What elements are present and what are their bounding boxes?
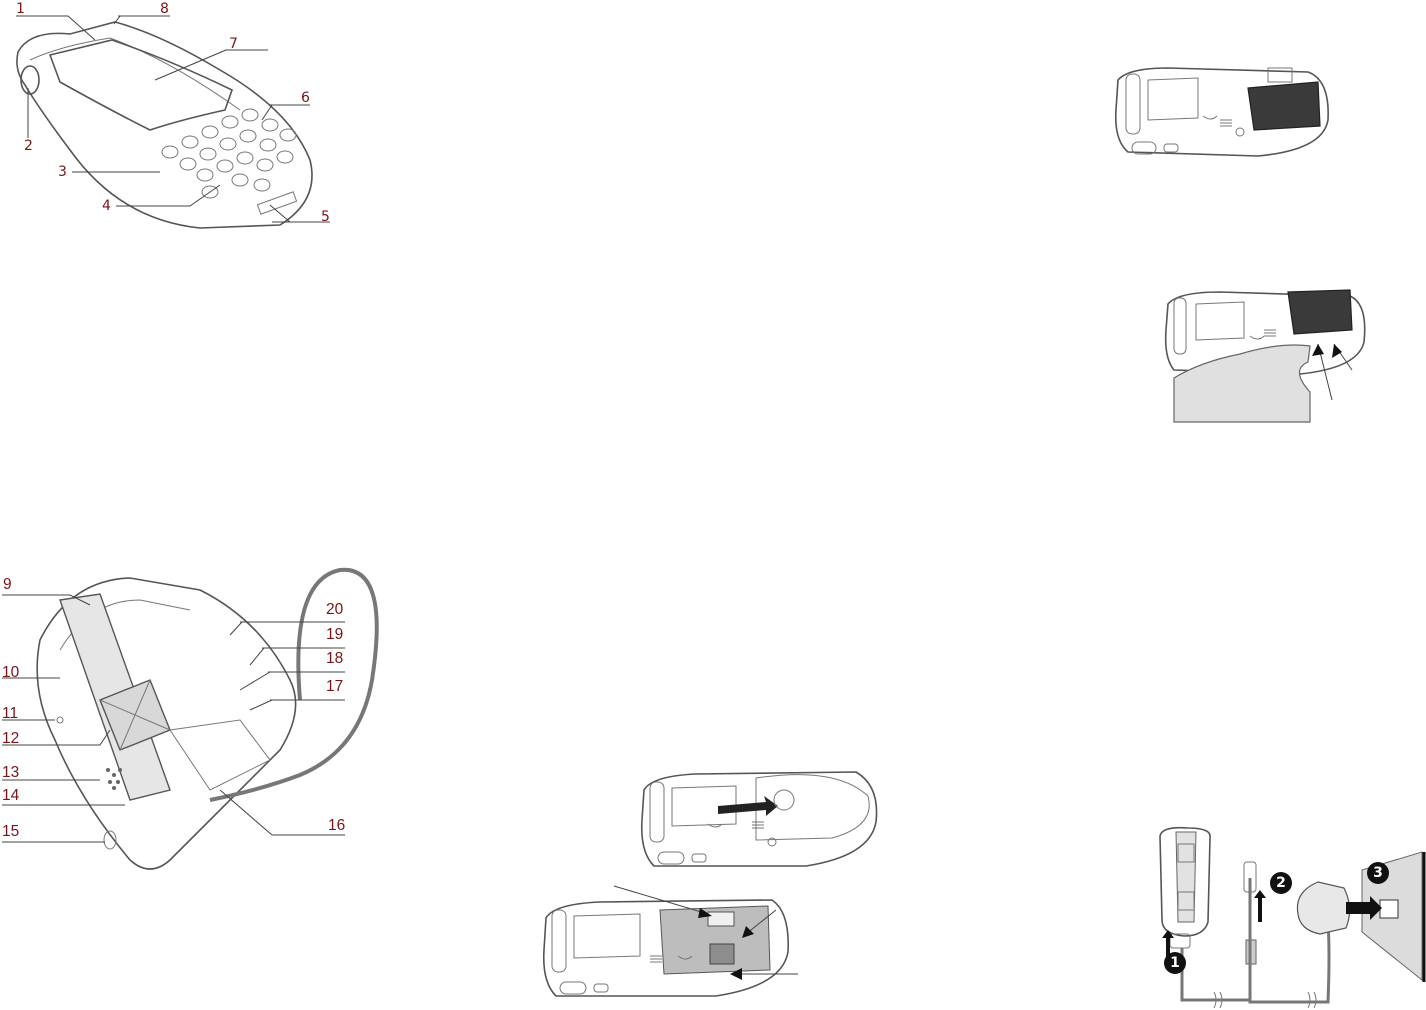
back-label-10: 10: [2, 665, 19, 681]
charging-setup-figure: 1 2 3: [1148, 822, 1426, 1010]
back-label-14: 14: [2, 788, 19, 804]
front-label-8: 8: [160, 2, 169, 16]
back-label-15: 15: [2, 824, 19, 840]
step-2-badge: 2: [1270, 872, 1292, 894]
front-label-3: 3: [58, 165, 67, 179]
back-view-figure: 9 10 11 12 13 14 15 16 17 18 19 20: [0, 560, 380, 880]
back-label-20: 20: [326, 602, 343, 618]
front-label-1: 1: [16, 2, 25, 16]
front-label-5: 5: [321, 210, 330, 224]
step-3-badge: 3: [1367, 862, 1389, 884]
battery-inserted-illustration: [1108, 60, 1334, 160]
front-view-figure: 1 2 3 4 5 6 7 8: [0, 0, 340, 232]
back-view-illustration: [0, 560, 380, 880]
back-label-17: 17: [326, 679, 343, 695]
back-label-16: 16: [328, 818, 345, 834]
back-label-12: 12: [2, 731, 19, 747]
battery-removal-illustration: [1160, 282, 1370, 424]
back-label-9: 9: [3, 577, 12, 593]
cover-slide-figure: [636, 766, 882, 874]
charging-setup-illustration: [1148, 822, 1426, 1010]
battery-compartment-figure: [540, 882, 800, 1010]
front-view-illustration: [0, 0, 340, 232]
back-label-18: 18: [326, 651, 343, 667]
front-label-7: 7: [229, 37, 238, 51]
step-1-badge: 1: [1164, 952, 1186, 974]
front-label-2: 2: [24, 139, 33, 153]
battery-removal-figure: [1160, 282, 1370, 424]
battery-compartment-illustration: [540, 882, 800, 1010]
back-label-13: 13: [2, 765, 19, 781]
cover-slide-illustration: [636, 766, 882, 874]
back-label-19: 19: [326, 627, 343, 643]
back-label-11: 11: [2, 706, 18, 722]
battery-inserted-figure: [1108, 60, 1334, 160]
front-label-4: 4: [102, 199, 111, 213]
front-label-6: 6: [301, 91, 310, 105]
